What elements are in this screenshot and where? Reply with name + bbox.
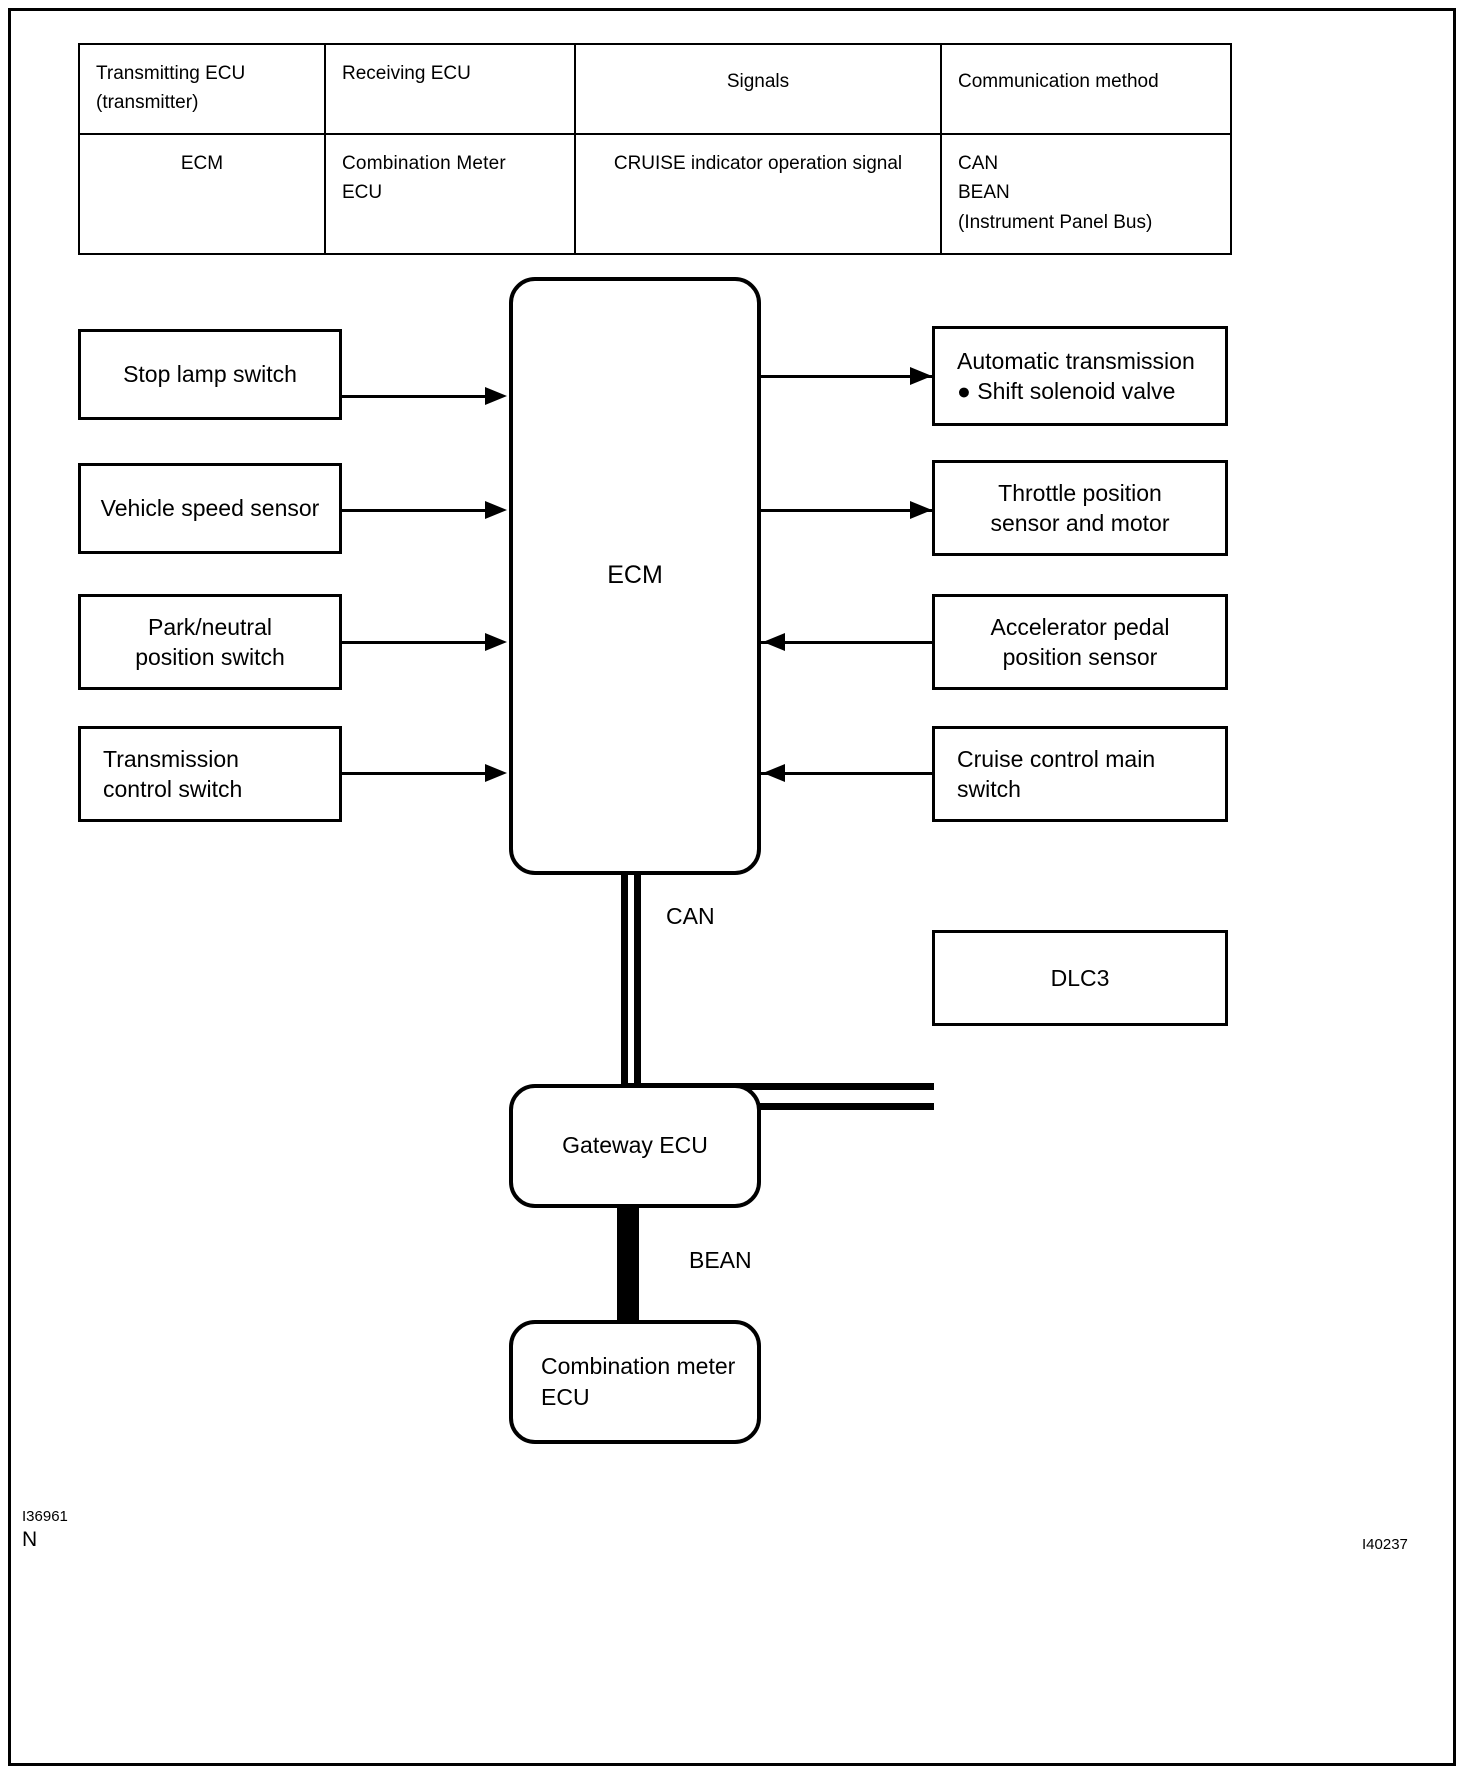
connector-accelerator-pedal — [761, 641, 932, 644]
dlc3-box[interactable]: DLC3 — [932, 930, 1228, 1026]
park-neutral-position-switch-box[interactable]: Park/neutral position switch — [78, 594, 342, 690]
header-receiving-text: Receiving ECU — [342, 63, 471, 84]
automatic-transmission-label-line1: Automatic transmission — [957, 347, 1195, 374]
can-label: CAN — [666, 903, 715, 929]
cell-method-line3: (Instrument Panel Bus) — [958, 211, 1153, 233]
stop-lamp-switch-label: Stop lamp switch — [123, 361, 297, 388]
arrow-transmission-control-icon — [485, 764, 507, 782]
header-communication-method: Communication method — [940, 43, 1232, 135]
stop-lamp-switch-box[interactable]: Stop lamp switch — [78, 329, 342, 420]
connector-vehicle-speed — [342, 509, 487, 512]
connector-automatic-transmission — [761, 375, 932, 378]
combination-meter-label-line1: Combination meter — [541, 1352, 736, 1379]
cruise-control-label-line1: Cruise control main — [957, 745, 1156, 772]
transmission-control-label-line1: Transmission — [103, 745, 239, 772]
arrow-park-neutral-icon — [485, 633, 507, 651]
header-method-text: Communication method — [958, 71, 1159, 92]
footer-right-code: I40237 — [1362, 1536, 1408, 1553]
vehicle-speed-sensor-label: Vehicle speed sensor — [100, 495, 320, 522]
gateway-ecu-label: Gateway ECU — [562, 1132, 708, 1159]
footer-left-letter: N — [22, 1528, 38, 1551]
connector-throttle-position — [761, 509, 932, 512]
cell-transmitting-ecu: ECM — [78, 133, 326, 255]
header-transmitting-ecu: Transmitting ECU (transmitter) — [78, 43, 326, 135]
throttle-position-label-line2: sensor and motor — [990, 510, 1170, 536]
cell-communication-method: CAN BEAN (Instrument Panel Bus) — [940, 133, 1232, 255]
cruise-control-main-switch-box[interactable]: Cruise control main switch — [932, 726, 1228, 822]
shift-solenoid-valve-label: Shift solenoid valve — [977, 378, 1176, 404]
cell-receiving-line2: ECU — [342, 182, 383, 204]
ecm-label: ECM — [607, 561, 663, 590]
connector-transmission-control — [342, 772, 487, 775]
transmission-control-switch-box[interactable]: Transmission control switch — [78, 726, 342, 822]
bean-label: BEAN — [689, 1247, 752, 1273]
park-neutral-label-line2: position switch — [135, 644, 285, 670]
cell-receiving-line1: Combination Meter — [342, 153, 506, 174]
accelerator-pedal-label-line1: Accelerator pedal — [990, 613, 1170, 640]
arrow-automatic-transmission-icon — [910, 367, 932, 385]
arrow-accelerator-pedal-icon — [763, 633, 785, 651]
bullet-icon: ● — [957, 378, 971, 404]
arrow-throttle-position-icon — [910, 501, 932, 519]
cell-signals: CRUISE indicator operation signal — [574, 133, 942, 255]
can-bus-line-left — [621, 874, 628, 1086]
bean-bus-line — [617, 1206, 639, 1322]
cell-method-line2: BEAN — [958, 182, 1010, 204]
ecm-block[interactable]: ECM — [509, 277, 761, 875]
throttle-position-label-line1: Throttle position — [998, 479, 1162, 506]
throttle-position-sensor-box[interactable]: Throttle position sensor and motor — [932, 460, 1228, 556]
header-signals-text: Signals — [726, 71, 790, 92]
arrow-cruise-control-icon — [763, 764, 785, 782]
footer-left-code: I36961 — [22, 1508, 68, 1525]
accelerator-pedal-label-line2: position sensor — [1002, 644, 1158, 670]
can-bus-line-right — [634, 874, 641, 1086]
can-branch-to-dlc3-lower — [621, 1103, 934, 1110]
cell-method-line1: CAN — [958, 153, 999, 174]
header-transmitting-line1: Transmitting ECU — [96, 63, 246, 84]
connector-park-neutral — [342, 641, 487, 644]
automatic-transmission-box[interactable]: Automatic transmission ● Shift solenoid … — [932, 326, 1228, 426]
combination-meter-label-line2: ECU — [541, 1384, 590, 1410]
signal-table: Transmitting ECU (transmitter) Receiving… — [78, 43, 1232, 255]
park-neutral-label-line1: Park/neutral — [147, 613, 272, 640]
cell-transmitting-text: ECM — [180, 153, 224, 174]
connector-cruise-control — [761, 772, 932, 775]
combination-meter-ecu-box[interactable]: Combination meter ECU — [509, 1320, 761, 1444]
arrow-vehicle-speed-icon — [485, 501, 507, 519]
accelerator-pedal-position-sensor-box[interactable]: Accelerator pedal position sensor — [932, 594, 1228, 690]
dlc3-label: DLC3 — [1050, 964, 1110, 991]
vehicle-speed-sensor-box[interactable]: Vehicle speed sensor — [78, 463, 342, 554]
cell-receiving-ecu: Combination Meter ECU — [324, 133, 576, 255]
header-signals: Signals — [574, 43, 942, 135]
header-transmitting-line2: (transmitter) — [96, 92, 199, 114]
cell-signals-text: CRUISE indicator operation signal — [613, 153, 903, 174]
connector-stop-lamp — [342, 395, 487, 398]
transmission-control-label-line2: control switch — [103, 776, 243, 802]
cruise-control-label-line2: switch — [957, 776, 1021, 802]
table-row: ECM Combination Meter ECU CRUISE indicat… — [78, 133, 1232, 255]
can-branch-to-dlc3-upper — [621, 1083, 934, 1090]
header-receiving-ecu: Receiving ECU — [324, 43, 576, 135]
page-border — [8, 8, 1456, 1766]
gateway-ecu-box[interactable]: Gateway ECU — [509, 1084, 761, 1208]
table-header-row: Transmitting ECU (transmitter) Receiving… — [78, 43, 1232, 135]
arrow-stop-lamp-icon — [485, 387, 507, 405]
